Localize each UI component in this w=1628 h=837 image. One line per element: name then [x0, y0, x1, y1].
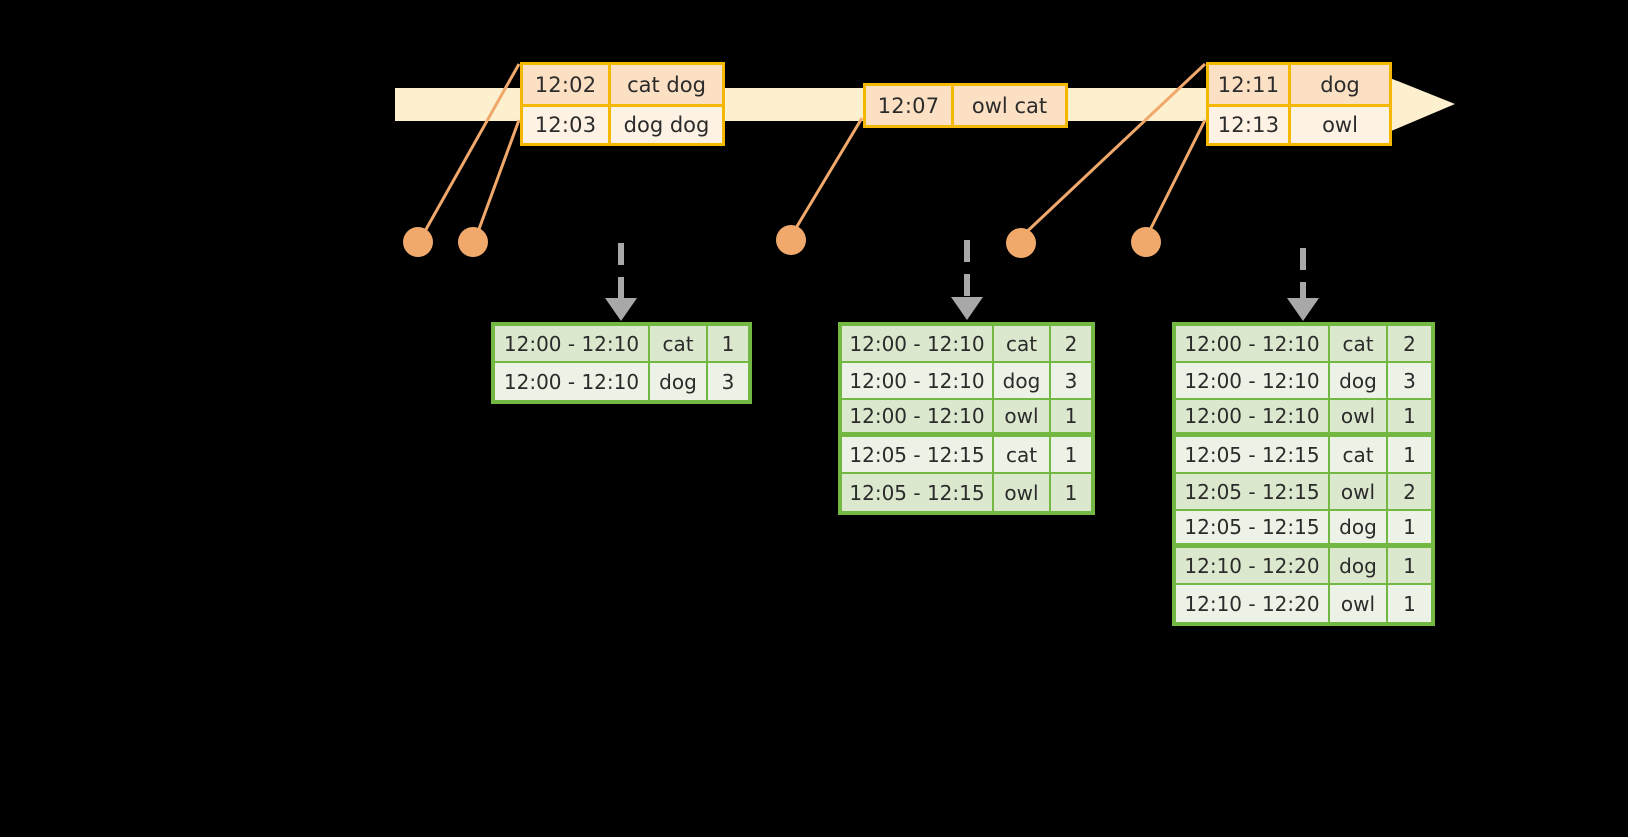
- table-row[interactable]: 12:05 - 12:15 owl 1: [842, 474, 1091, 511]
- event-time: 12:03: [523, 107, 611, 143]
- table-row[interactable]: 12:00 - 12:10 owl 1: [1176, 400, 1431, 437]
- table-row[interactable]: 12:05 - 12:15 cat 1: [1176, 437, 1431, 474]
- cell-key: dog: [650, 363, 708, 400]
- table-row[interactable]: 12:00 - 12:10 dog 3: [842, 363, 1091, 400]
- table-row[interactable]: 12:00 - 12:10 owl 1: [842, 400, 1091, 437]
- event-time: 12:07: [866, 86, 954, 125]
- source-dot: [1006, 228, 1036, 258]
- cell-window: 12:00 - 12:10: [1176, 400, 1330, 432]
- event-time: 12:11: [1209, 65, 1291, 104]
- cell-window: 12:00 - 12:10: [495, 326, 650, 361]
- cell-count: 1: [1403, 404, 1416, 428]
- cell-window: 12:00 - 12:10: [1176, 326, 1330, 361]
- result-table-3[interactable]: 12:00 - 12:10 cat 2 12:00 - 12:10 dog 3 …: [1172, 322, 1435, 626]
- cell-count: 1: [1403, 442, 1416, 467]
- cell-key: owl: [994, 400, 1051, 432]
- cell-window: 12:00 - 12:10: [1176, 363, 1330, 398]
- table-row[interactable]: 12:00 - 12:10 cat 1: [495, 326, 748, 363]
- event-payload: owl cat: [971, 93, 1048, 118]
- source-dots: [403, 225, 1161, 258]
- cell-count: 1: [1403, 553, 1416, 578]
- event-payload: dog dog: [623, 113, 710, 137]
- dashed-arrow-heads: [605, 297, 1319, 321]
- cell-count: 1: [1403, 591, 1416, 616]
- cell-window: 12:05 - 12:15: [842, 437, 994, 472]
- table-row[interactable]: 12:00 - 12:10 dog 3: [1176, 363, 1431, 400]
- result-table-1[interactable]: 12:00 - 12:10 cat 1 12:00 - 12:10 dog 3: [491, 322, 752, 404]
- dashed-arrows: [618, 240, 1306, 300]
- cell-count: 3: [1403, 368, 1416, 393]
- timeline-event-row[interactable]: 12:07 owl cat: [866, 86, 1065, 125]
- timeline-event-box-1[interactable]: 12:02 cat dog 12:03 dog dog: [520, 62, 725, 146]
- timeline-event-row[interactable]: 12:03 dog dog: [523, 104, 722, 143]
- cell-key: dog: [1330, 511, 1388, 543]
- cell-key: dog: [1330, 363, 1388, 398]
- cell-window: 12:05 - 12:15: [1176, 437, 1330, 472]
- event-time: 12:02: [523, 65, 611, 104]
- cell-key: owl: [1330, 585, 1388, 622]
- result-table-2[interactable]: 12:00 - 12:10 cat 2 12:00 - 12:10 dog 3 …: [838, 322, 1095, 515]
- cell-window: 12:05 - 12:15: [1176, 511, 1330, 543]
- cell-key: cat: [1330, 437, 1388, 472]
- cell-key: owl: [1330, 474, 1388, 509]
- cell-window: 12:00 - 12:10: [842, 400, 994, 432]
- cell-count: 2: [1403, 479, 1416, 504]
- timeline-event-row[interactable]: 12:02 cat dog: [523, 65, 722, 104]
- event-payload: cat dog: [627, 72, 706, 97]
- table-row[interactable]: 12:10 - 12:20 dog 1: [1176, 548, 1431, 585]
- cell-count: 2: [1403, 331, 1416, 356]
- source-dot: [776, 225, 806, 255]
- cell-window: 12:00 - 12:10: [495, 363, 650, 400]
- cell-window: 12:05 - 12:15: [842, 474, 994, 511]
- cell-count: 3: [721, 369, 735, 394]
- cell-window: 12:00 - 12:10: [842, 363, 994, 398]
- event-payload: owl: [1322, 113, 1358, 137]
- timeline-event-box-2[interactable]: 12:07 owl cat: [863, 83, 1068, 128]
- table-row[interactable]: 12:10 - 12:20 owl 1: [1176, 585, 1431, 622]
- event-time: 12:13: [1209, 107, 1291, 143]
- cell-count: 1: [1064, 404, 1078, 428]
- timeline-event-row[interactable]: 12:11 dog: [1209, 65, 1389, 104]
- cell-key: cat: [650, 326, 708, 361]
- cell-key: cat: [994, 437, 1051, 472]
- cell-count: 3: [1064, 368, 1078, 393]
- table-row[interactable]: 12:05 - 12:15 cat 1: [842, 437, 1091, 474]
- table-row[interactable]: 12:00 - 12:10 cat 2: [842, 326, 1091, 363]
- timeline-event-box-3[interactable]: 12:11 dog 12:13 owl: [1206, 62, 1392, 146]
- cell-key: owl: [994, 474, 1051, 511]
- table-row[interactable]: 12:00 - 12:10 cat 2: [1176, 326, 1431, 363]
- cell-key: owl: [1330, 400, 1388, 432]
- cell-window: 12:05 - 12:15: [1176, 474, 1330, 509]
- cell-window: 12:10 - 12:20: [1176, 548, 1330, 583]
- table-row[interactable]: 12:05 - 12:15 owl 2: [1176, 474, 1431, 511]
- cell-count: 1: [1064, 442, 1078, 467]
- cell-count: 2: [1064, 331, 1078, 356]
- table-row[interactable]: 12:00 - 12:10 dog 3: [495, 363, 748, 400]
- cell-count: 1: [1064, 480, 1078, 505]
- source-dot: [458, 227, 488, 257]
- timeline-event-row[interactable]: 12:13 owl: [1209, 104, 1389, 143]
- source-dot: [1131, 227, 1161, 257]
- event-payload: dog: [1320, 72, 1360, 97]
- cell-window: 12:10 - 12:20: [1176, 585, 1330, 622]
- cell-window: 12:00 - 12:10: [842, 326, 994, 361]
- table-row[interactable]: 12:05 - 12:15 dog 1: [1176, 511, 1431, 548]
- cell-key: cat: [994, 326, 1051, 361]
- source-dot: [403, 227, 433, 257]
- cell-count: 1: [721, 331, 735, 356]
- cell-key: dog: [1330, 548, 1388, 583]
- cell-count: 1: [1403, 515, 1416, 539]
- cell-key: dog: [994, 363, 1051, 398]
- cell-key: cat: [1330, 326, 1388, 361]
